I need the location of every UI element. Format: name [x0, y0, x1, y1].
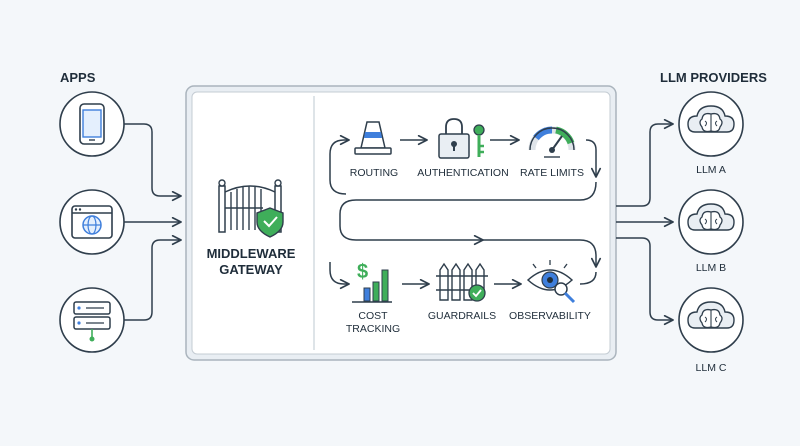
routing-label: ROUTING [350, 167, 398, 179]
guardrails-label: GUARDRAILS [428, 310, 496, 322]
cloud-brain-icon [687, 301, 735, 329]
smartphone-icon [79, 103, 105, 145]
step-observability: OBSERVABILITY [509, 260, 591, 322]
gateway-title-line1: MIDDLEWARE [207, 246, 296, 261]
gateway-title-line2: GATEWAY [219, 262, 283, 277]
providers-heading: LLM PROVIDERS [660, 70, 767, 85]
eye-magnifier-icon [526, 260, 576, 304]
traffic-cone-icon [354, 121, 392, 155]
cloud-brain-icon [687, 105, 735, 133]
cost-label-line2: TRACKING [346, 323, 400, 335]
server-icon [73, 301, 111, 342]
rate-limits-label: RATE LIMITS [520, 167, 584, 179]
observability-label: OBSERVABILITY [509, 310, 591, 322]
provider-connectors [616, 118, 674, 326]
authentication-label: AUTHENTICATION [417, 167, 508, 179]
apps-heading: APPS [60, 70, 96, 85]
fence-check-icon [436, 262, 488, 302]
cost-label-line1: COST [358, 310, 388, 322]
app-connectors [124, 123, 182, 321]
step-cost-tracking: $ COST TRACKING [346, 261, 400, 335]
provider-label-b: LLM B [696, 262, 726, 274]
step-authentication: AUTHENTICATION [417, 118, 509, 179]
dollar-chart-icon: $ [352, 261, 392, 303]
step-guardrails: GUARDRAILS [428, 262, 496, 322]
app-web[interactable] [59, 189, 125, 255]
step-rate-limits: RATE LIMITS [520, 126, 584, 179]
flow-connectors [329, 134, 602, 290]
provider-llm-a[interactable] [678, 91, 744, 157]
step-routing: ROUTING [350, 121, 398, 179]
lock-key-icon [438, 118, 485, 159]
gateway-panel-inner [191, 91, 611, 355]
provider-llm-c[interactable] [678, 287, 744, 353]
provider-label-c: LLM C [696, 362, 727, 374]
app-server[interactable] [59, 287, 125, 353]
provider-llm-b[interactable] [678, 189, 744, 255]
provider-label-a: LLM A [696, 164, 726, 176]
dollar-glyph: $ [357, 261, 368, 283]
app-phone[interactable] [59, 91, 125, 157]
cloud-brain-icon [687, 203, 735, 231]
web-browser-icon [71, 205, 113, 239]
gauge-icon [528, 126, 576, 158]
gate-shield-icon [218, 179, 284, 238]
